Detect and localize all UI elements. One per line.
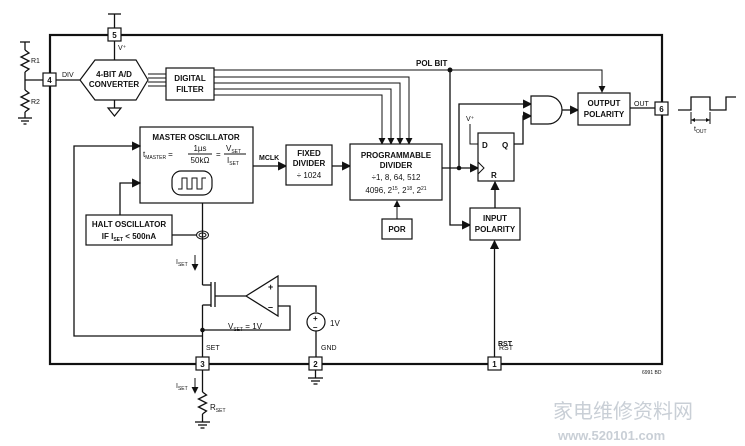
- programmable-divider-block: PROGRAMMABLE DIVIDER ÷1, 8, 64, 512 4096…: [349, 143, 443, 201]
- svg-text:Q: Q: [502, 141, 508, 150]
- master-oscillator-block: MASTER OSCILLATOR tMASTER= 1µs 50kΩ = VS…: [139, 126, 254, 204]
- svg-text:1: 1: [492, 360, 497, 369]
- pin-1: 1 RST: [487, 345, 514, 371]
- pin-3-label: SET: [206, 345, 220, 352]
- svg-text:÷ 1024: ÷ 1024: [297, 171, 322, 180]
- svg-text:R: R: [491, 171, 497, 180]
- pin-3: 3 SET: [195, 345, 220, 371]
- svg-text:ISET: ISET: [176, 259, 188, 268]
- pin-4: 4 DIV: [42, 72, 74, 87]
- svg-text:4-BIT A/D: 4-BIT A/D: [96, 70, 132, 79]
- svg-text:4: 4: [47, 76, 52, 85]
- svg-text:–: –: [313, 323, 318, 332]
- svg-text:POLARITY: POLARITY: [584, 110, 625, 119]
- iset-path: ISET: [176, 203, 204, 285]
- mclk-label: MCLK: [259, 155, 279, 162]
- d-flipflop: D Q R V⁺: [466, 111, 533, 182]
- svg-text:1µs: 1µs: [193, 144, 206, 153]
- adc-block: 4-BIT A/D CONVERTER: [56, 41, 149, 117]
- svg-text:FIXED: FIXED: [297, 149, 321, 158]
- por-block: POR: [381, 200, 413, 240]
- svg-text:÷1, 8, 64, 512: ÷1, 8, 64, 512: [372, 173, 421, 182]
- svg-text:DIGITAL: DIGITAL: [174, 74, 206, 83]
- svg-text:INPUT: INPUT: [483, 214, 507, 223]
- svg-text:+: +: [313, 314, 318, 323]
- svg-text:HALT OSCILLATOR: HALT OSCILLATOR: [92, 220, 166, 229]
- rset-external: ISET RSET: [176, 370, 226, 429]
- svg-text:MASTER OSCILLATOR: MASTER OSCILLATOR: [152, 133, 239, 142]
- svg-text:DIVIDER: DIVIDER: [380, 161, 413, 170]
- svg-text:OUTPUT: OUTPUT: [588, 99, 621, 108]
- output-polarity-block: OUTPUT POLARITY: [577, 92, 655, 126]
- divider-output-wires: [442, 99, 533, 173]
- svg-text:=: =: [216, 150, 221, 159]
- svg-text:2: 2: [313, 360, 318, 369]
- r1-label: R1: [31, 58, 40, 65]
- digital-filter-block: DIGITAL FILTER: [165, 67, 215, 101]
- svg-text:1V: 1V: [330, 319, 340, 328]
- svg-text:+: +: [268, 282, 273, 292]
- pin-6-label: OUT: [634, 101, 650, 108]
- input-polarity-block: INPUT POLARITY RST: [469, 180, 521, 357]
- pin-2: 2 GND: [308, 345, 337, 371]
- figure-code: 6991 BD: [642, 370, 662, 376]
- svg-text:VSET = 1V: VSET = 1V: [228, 322, 263, 333]
- set-feedback-loop: [73, 141, 203, 337]
- svg-text:POLARITY: POLARITY: [475, 225, 516, 234]
- pol-bit-label: POL BIT: [416, 59, 448, 68]
- fixed-divider-block: FIXED DIVIDER ÷ 1024: [285, 144, 333, 186]
- op-amp: + – VSET = 1V: [200, 274, 317, 333]
- reference-source-1v: + – 1V: [306, 312, 340, 357]
- svg-text:–: –: [268, 302, 273, 312]
- svg-text:6: 6: [659, 105, 664, 114]
- svg-text:POR: POR: [388, 225, 406, 234]
- ff-vplus-label: V⁺: [466, 116, 475, 123]
- gnd-external: [308, 370, 323, 385]
- output-waveform: tOUT: [678, 96, 736, 135]
- svg-text:PROGRAMMABLE: PROGRAMMABLE: [361, 151, 432, 160]
- and-gate: [530, 95, 580, 125]
- pin-5-label: V⁺: [118, 45, 127, 52]
- svg-text:4096, 215, 218, 221: 4096, 215, 218, 221: [365, 186, 426, 195]
- r2-label: R2: [31, 99, 40, 106]
- watermark-url: www.520101.com: [557, 428, 665, 443]
- halt-oscillator-block: HALT OSCILLATOR IF ISET < 500nA: [85, 178, 197, 246]
- svg-text:RSET: RSET: [210, 403, 226, 414]
- svg-text:VSET: VSET: [226, 144, 241, 155]
- svg-text:3: 3: [200, 360, 205, 369]
- rst-label: RST: [498, 341, 513, 348]
- watermark-cn: 家电维修资料网: [553, 399, 693, 423]
- svg-text:5: 5: [112, 31, 117, 40]
- svg-text:ISET: ISET: [227, 156, 239, 167]
- svg-text:tOUT: tOUT: [694, 126, 707, 135]
- filter-output-bus: POL BIT: [214, 59, 606, 145]
- svg-text:IF ISET < 500nA: IF ISET < 500nA: [102, 232, 157, 243]
- pin-4-label: DIV: [62, 72, 74, 79]
- pin-1-label: RST: [499, 345, 514, 352]
- svg-text:CONVERTER: CONVERTER: [89, 80, 139, 89]
- ic-package-outline: [48, 33, 664, 366]
- svg-text:50kΩ: 50kΩ: [191, 156, 210, 165]
- resistor-divider: R1 R2: [18, 41, 43, 125]
- svg-text:tMASTER=: tMASTER=: [143, 150, 173, 161]
- svg-text:D: D: [482, 141, 488, 150]
- svg-text:DIVIDER: DIVIDER: [293, 159, 326, 168]
- pol-bit-to-input-polarity: [449, 70, 472, 230]
- svg-text:FILTER: FILTER: [176, 85, 204, 94]
- adc-to-filter-bus: [148, 73, 166, 87]
- pin-2-label: GND: [321, 345, 337, 352]
- pin-5: 5 V⁺: [107, 13, 127, 52]
- svg-text:ISET: ISET: [176, 383, 188, 392]
